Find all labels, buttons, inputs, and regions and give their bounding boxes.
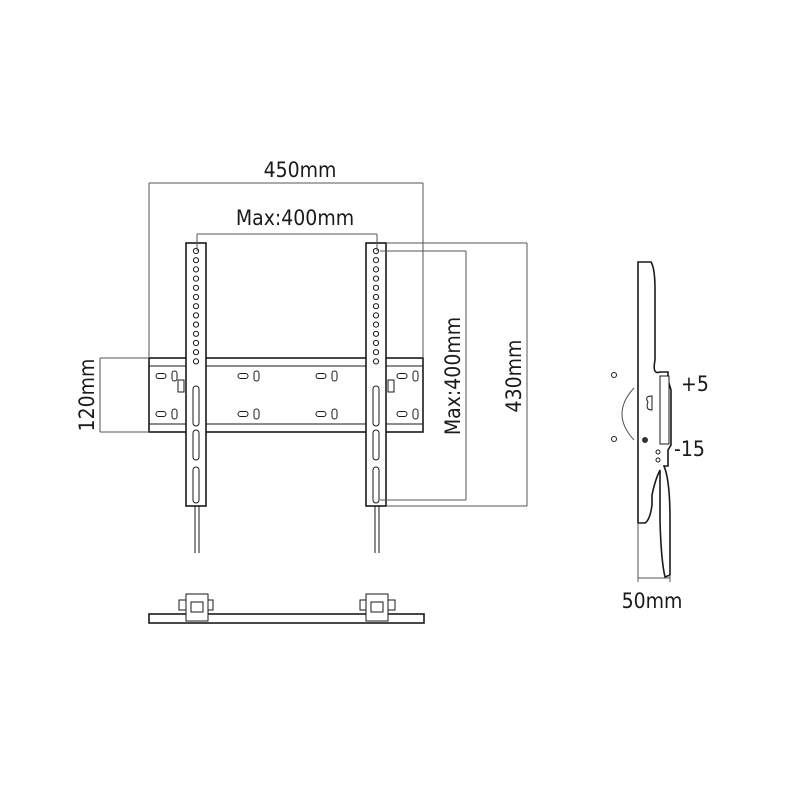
mounting-hole	[372, 321, 380, 328]
wall-slot	[412, 408, 419, 420]
height-dimension: 120mm	[75, 357, 149, 433]
mounting-hole	[192, 349, 200, 356]
mounting-hole	[372, 266, 380, 273]
right-upright	[365, 242, 395, 553]
mounting-hole	[372, 293, 380, 301]
depth-label: 50mm	[622, 589, 683, 613]
wall-slot	[331, 408, 338, 420]
max-vertical-label: Max:400mm	[441, 317, 465, 435]
tilt-arc-arrow	[621, 387, 635, 441]
bottom-view	[148, 593, 425, 624]
mounting-hole	[192, 330, 200, 337]
wall-slot	[171, 408, 178, 420]
wall-slot	[315, 411, 327, 417]
mounting-hole	[192, 293, 200, 301]
mounting-hole	[192, 303, 200, 310]
mounting-hole	[192, 266, 200, 273]
mounting-hole	[372, 349, 380, 356]
total-height-dimension: 430mm	[386, 242, 528, 507]
wall-slot	[237, 373, 249, 379]
front-view: 450mm Max:400mm 120mm Max:400mm 430mm	[75, 158, 528, 553]
mounting-hole	[192, 339, 200, 347]
mounting-hole	[372, 257, 380, 264]
mounting-hole	[372, 312, 380, 319]
mounting-hole	[192, 257, 200, 264]
wall-slot	[331, 370, 338, 382]
wall-slot	[396, 373, 408, 379]
mounting-hole	[372, 330, 380, 337]
mounting-hole	[372, 358, 380, 365]
wall-slot	[396, 411, 408, 417]
max-horizontal-label: Max:400mm	[236, 206, 354, 230]
side-view: +5 -15 50mm	[611, 261, 709, 613]
height-label: 120mm	[75, 359, 99, 432]
max-horizontal-dimension: Max:400mm	[196, 206, 378, 251]
wall-slot	[155, 373, 167, 379]
max-vertical-dimension: Max:400mm	[380, 250, 467, 501]
pivot-point-bottom	[611, 436, 617, 442]
width-label: 450mm	[264, 158, 337, 182]
wall-slot	[155, 411, 167, 417]
mounting-hole	[372, 275, 380, 282]
pivot-point-top	[611, 372, 617, 378]
mounting-hole	[192, 247, 200, 255]
tilt-down-label: -15	[674, 437, 705, 461]
mounting-hole	[372, 247, 380, 255]
mounting-hole	[372, 284, 380, 291]
tilt-up-label: +5	[681, 372, 709, 396]
mounting-hole	[192, 358, 200, 365]
mounting-hole	[372, 303, 380, 310]
wall-slot	[171, 370, 178, 382]
mounting-hole	[372, 339, 380, 347]
wall-slot	[253, 408, 260, 420]
wall-slot	[253, 370, 260, 382]
total-height-label: 430mm	[502, 340, 526, 413]
mounting-hole	[192, 312, 200, 319]
wall-slot	[237, 411, 249, 417]
wall-slot	[412, 370, 419, 382]
mounting-hole	[192, 284, 200, 291]
wall-slot	[315, 373, 327, 379]
mounting-hole	[192, 275, 200, 282]
mounting-hole	[192, 321, 200, 328]
width-dimension: 450mm	[148, 158, 424, 358]
